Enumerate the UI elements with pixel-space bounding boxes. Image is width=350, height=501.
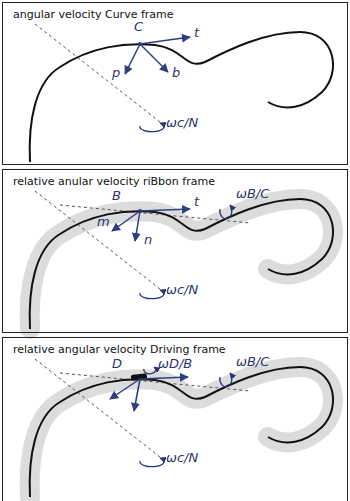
rotation-symbol xyxy=(220,205,232,219)
vector-label: B xyxy=(112,189,121,203)
ribbon xyxy=(30,199,333,329)
illustration-part xyxy=(140,37,190,44)
rotation-axis xyxy=(35,191,160,289)
vector-label: D xyxy=(112,357,122,371)
illustration-part xyxy=(125,44,140,74)
driving-panel xyxy=(30,359,333,497)
vector-label: t xyxy=(194,195,199,209)
origin-point xyxy=(138,42,142,46)
rotation-axis xyxy=(35,24,160,122)
panel-title: relative angular velocity Driving frame xyxy=(13,343,226,356)
illustration-part xyxy=(110,379,140,399)
rotation-symbol xyxy=(140,123,164,132)
illustration-part xyxy=(140,209,190,211)
illustration-part xyxy=(140,44,168,72)
angular-velocity-label: ωD/B xyxy=(158,357,192,371)
curve xyxy=(30,199,333,329)
origin-point xyxy=(138,209,142,213)
panel-title: relative anular velocity riBbon frame xyxy=(13,175,215,188)
angular-velocity-label: ωc/N xyxy=(166,283,198,297)
curve xyxy=(30,367,333,497)
ribbon-panel xyxy=(30,191,333,329)
vector-label: C xyxy=(134,20,143,34)
illustration-part xyxy=(134,379,140,411)
frame-vectors xyxy=(110,377,188,411)
vector-label: n xyxy=(144,233,152,247)
rotation-symbol xyxy=(144,367,156,374)
angular-velocity-label: ωc/N xyxy=(166,116,198,130)
rotation-symbol xyxy=(140,290,164,299)
rotation-symbol xyxy=(140,458,164,467)
ribbon xyxy=(30,367,333,497)
angular-velocity-label: ωB/C xyxy=(236,355,269,369)
vector-label: p xyxy=(112,66,120,80)
illustration-part xyxy=(112,211,140,231)
illustration-part xyxy=(140,377,188,379)
diagram-panel: angular velocity Curve frame xyxy=(2,2,348,165)
rotation-axis xyxy=(35,359,160,457)
vector-label: b xyxy=(172,66,180,80)
curve xyxy=(30,32,333,162)
vector-label: t xyxy=(194,26,199,40)
curve-panel xyxy=(30,24,333,162)
angular-velocity-label: ωc/N xyxy=(166,451,198,465)
illustration-part xyxy=(135,211,140,241)
vector-label: m xyxy=(97,215,110,229)
diagram-panel: relative anular velocity riBbon frame xyxy=(2,169,348,333)
panel-title: angular velocity Curve frame xyxy=(13,8,174,21)
rotation-symbol xyxy=(220,373,232,387)
angular-velocity-label: ωB/C xyxy=(236,187,269,201)
